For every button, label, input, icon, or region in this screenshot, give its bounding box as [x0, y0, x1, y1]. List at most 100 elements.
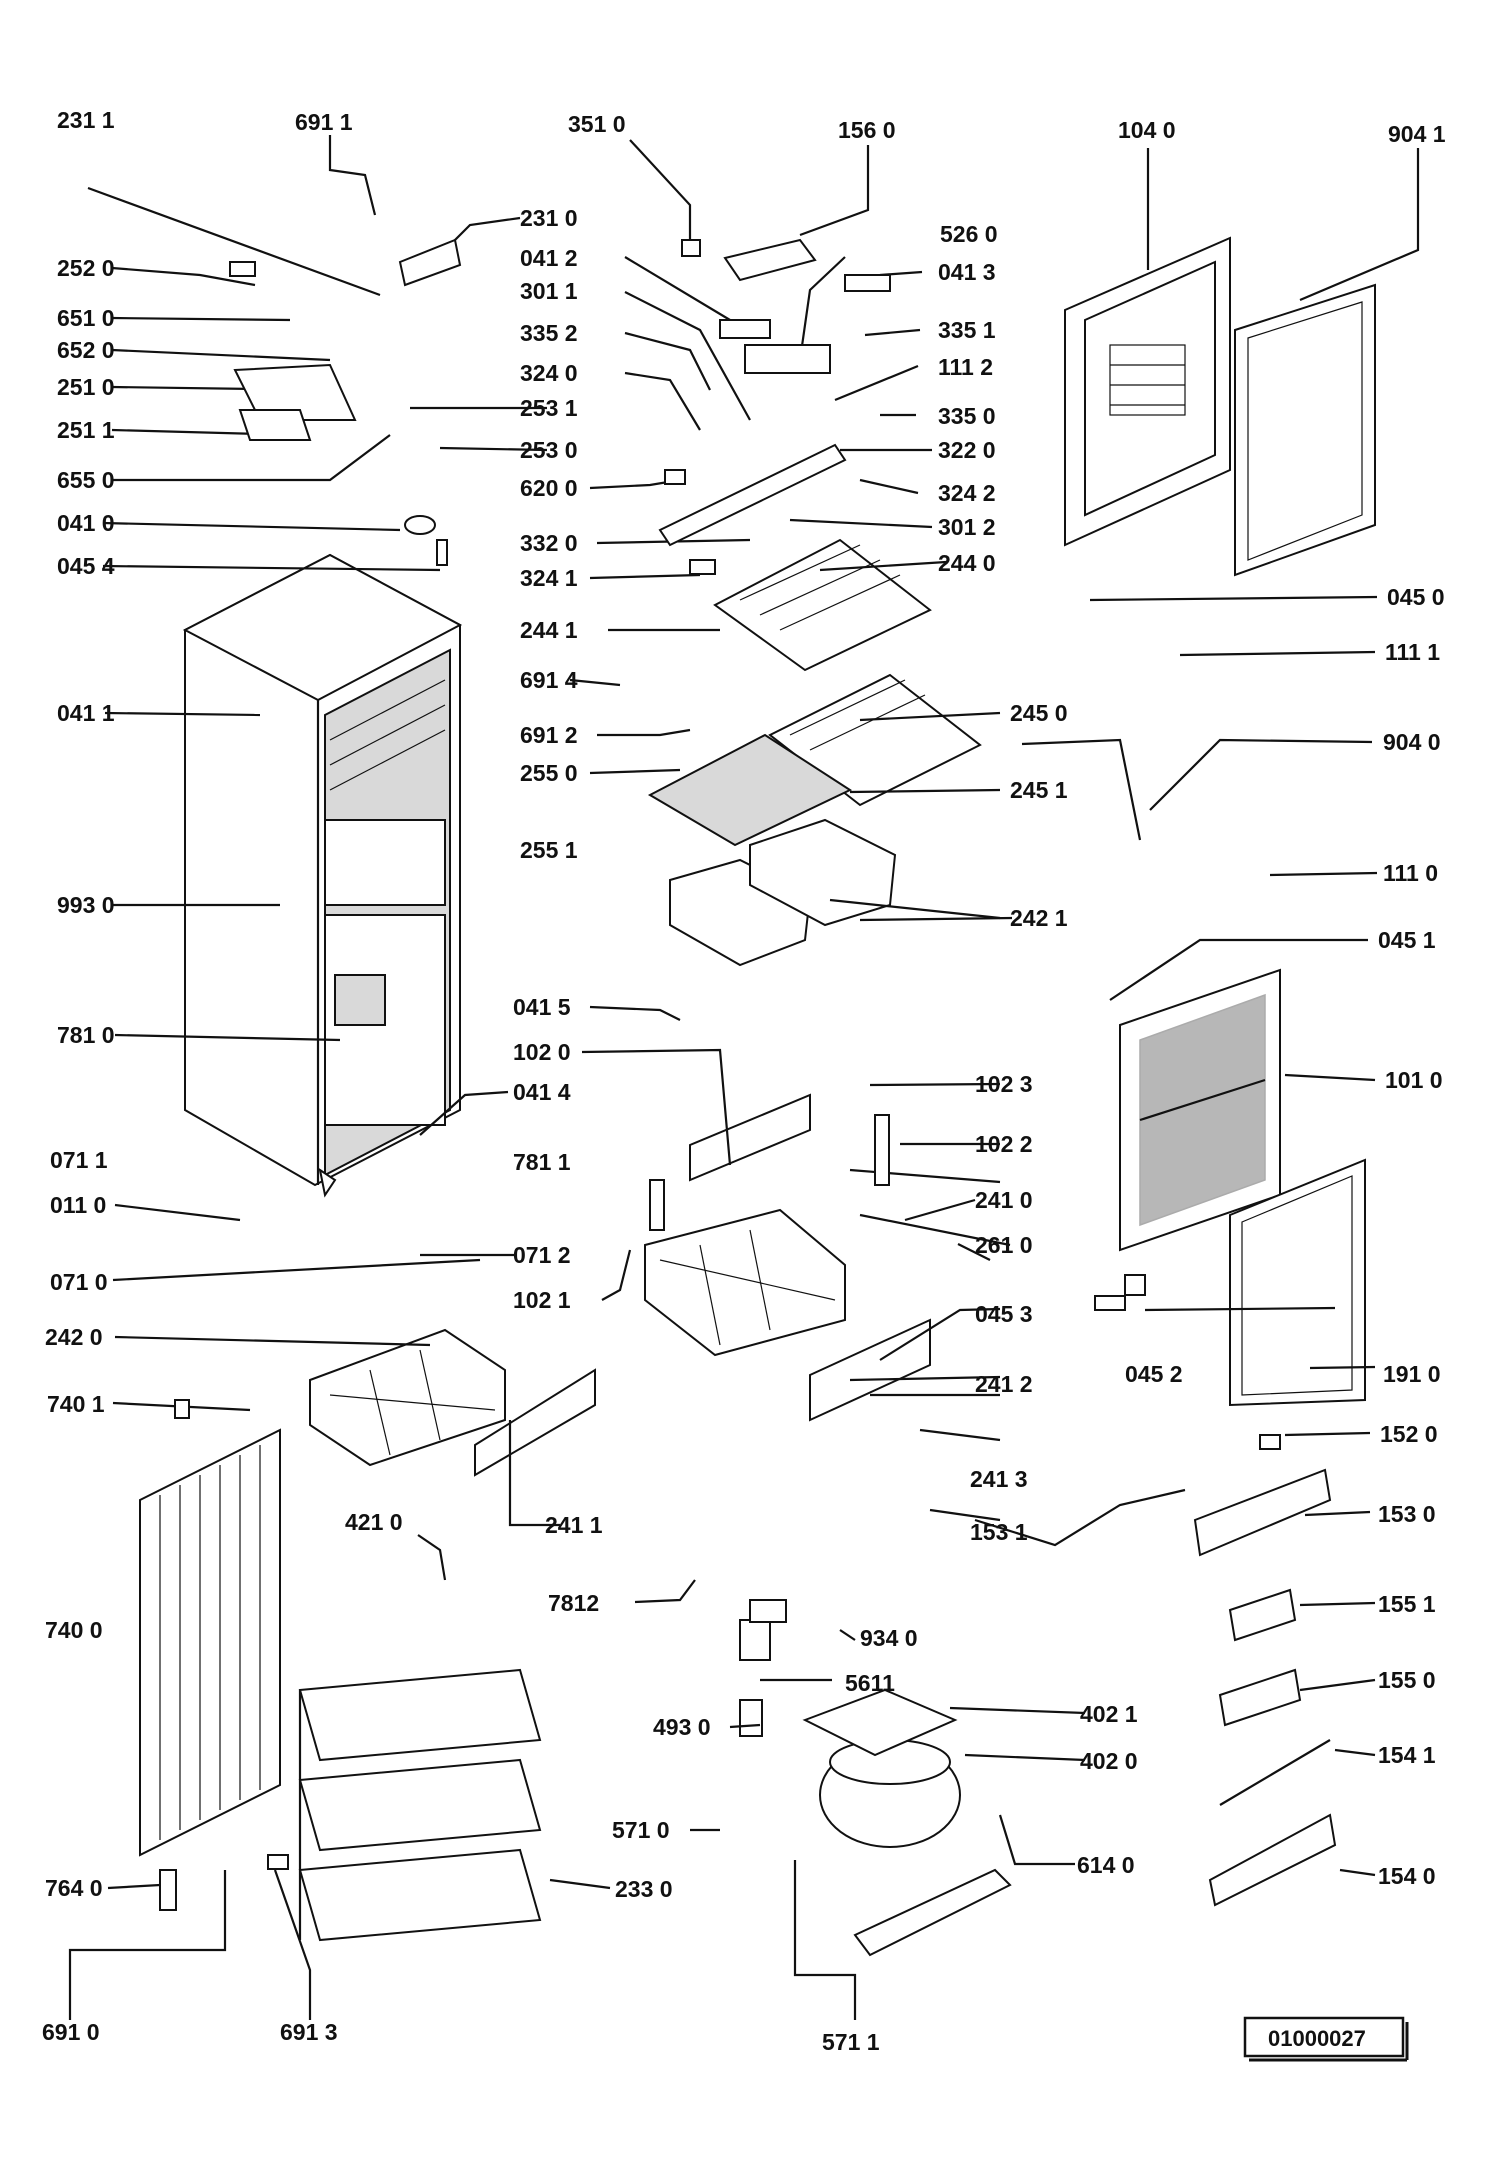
part-label: 011 0 — [50, 1192, 106, 1218]
part-label: 241 0 — [975, 1187, 1033, 1213]
part-label: 242 1 — [1010, 905, 1068, 931]
part-label: 041 5 — [513, 994, 571, 1020]
part-label: 153 0 — [1378, 1501, 1436, 1527]
part-label: 251 0 — [57, 374, 115, 400]
reference-box: 01000027 — [1243, 2016, 1409, 2062]
part-label: 324 1 — [520, 565, 578, 591]
condenser-coil — [139, 1428, 281, 1857]
evaporator-racks — [298, 1668, 542, 1942]
part-label: 071 2 — [513, 1242, 571, 1268]
part-label: 620 0 — [520, 475, 578, 501]
compressor-group — [739, 1599, 1012, 1957]
part-label: 253 1 — [520, 395, 578, 421]
part-label: 104 0 — [1118, 117, 1176, 143]
freezer-baskets — [309, 1093, 931, 1477]
upper-door-assembly — [1064, 236, 1376, 577]
part-label: 652 0 — [57, 337, 115, 363]
part-label: 740 0 — [45, 1617, 103, 1643]
part-label: 154 0 — [1378, 1863, 1436, 1889]
part-label: 904 0 — [1383, 729, 1441, 755]
part-label: 402 1 — [1080, 1701, 1138, 1727]
part-label: 244 0 — [938, 550, 996, 576]
part-label: 781 1 — [513, 1149, 571, 1175]
part-label: 071 0 — [50, 1269, 108, 1295]
part-label: 231 1 — [57, 107, 115, 133]
part-label: 045 4 — [57, 553, 115, 579]
part-label: 156 0 — [838, 117, 896, 143]
part-label: 191 0 — [1383, 1361, 1441, 1387]
part-label: 904 1 — [1388, 121, 1446, 147]
part-label: 335 0 — [938, 403, 996, 429]
part-label: 253 0 — [520, 437, 578, 463]
part-label: 102 3 — [975, 1071, 1033, 1097]
part-label: 493 0 — [653, 1714, 711, 1740]
part-label: 102 1 — [513, 1287, 571, 1313]
part-label: 691 1 — [295, 109, 353, 135]
part-label: 335 1 — [938, 317, 996, 343]
part-label: 526 0 — [940, 221, 998, 247]
part-label: 154 1 — [1378, 1742, 1436, 1768]
part-label: 045 1 — [1378, 927, 1436, 953]
part-label: 231 0 — [520, 205, 578, 231]
small-components — [159, 238, 1281, 1911]
part-label: 111 0 — [1383, 860, 1438, 886]
part-label: 242 0 — [45, 1324, 103, 1350]
part-label: 781 0 — [57, 1022, 115, 1048]
part-label: 571 1 — [822, 2029, 880, 2055]
part-label: 241 3 — [970, 1466, 1028, 1492]
part-label: 252 0 — [57, 255, 115, 281]
part-label: 233 0 — [615, 1876, 673, 1902]
part-label: 245 1 — [1010, 777, 1068, 803]
part-label: 045 0 — [1387, 584, 1445, 610]
part-label: 041 3 — [938, 259, 996, 285]
part-label: 041 4 — [513, 1079, 571, 1105]
part-label: 691 0 — [42, 2019, 100, 2045]
lower-door-assembly — [1119, 968, 1366, 1407]
part-label: 934 0 — [860, 1625, 918, 1651]
part-label: 614 0 — [1077, 1852, 1135, 1878]
part-label: 111 1 — [1385, 639, 1440, 665]
part-label: 764 0 — [45, 1875, 103, 1901]
part-label: 322 0 — [938, 437, 996, 463]
part-label: 045 2 — [1125, 1361, 1183, 1387]
part-label: 691 2 — [520, 722, 578, 748]
part-label: 421 0 — [345, 1509, 403, 1535]
part-label: 102 0 — [513, 1039, 571, 1065]
part-label: 261 0 — [975, 1232, 1033, 1258]
part-label: 245 0 — [1010, 700, 1068, 726]
part-label: 655 0 — [57, 467, 115, 493]
part-label: 651 0 — [57, 305, 115, 331]
part-label: 301 2 — [938, 514, 996, 540]
part-label: 041 0 — [57, 510, 115, 536]
fridge-cabinet — [182, 553, 463, 1187]
part-label: 993 0 — [57, 892, 115, 918]
part-label: 111 2 — [938, 354, 993, 380]
part-label: 045 3 — [975, 1301, 1033, 1327]
part-label: 324 0 — [520, 360, 578, 386]
part-label: 691 3 — [280, 2019, 338, 2045]
part-labels: 231 1 691 1 351 0 156 0 104 0 904 1 231 … — [42, 107, 1446, 2055]
part-label: 7812 — [548, 1590, 599, 1616]
part-label: 255 1 — [520, 837, 578, 863]
part-label: 152 0 — [1380, 1421, 1438, 1447]
part-label: 241 1 — [545, 1512, 603, 1538]
part-label: 255 0 — [520, 760, 578, 786]
part-label: 241 2 — [975, 1371, 1033, 1397]
part-label: 740 1 — [47, 1391, 105, 1417]
part-label: 155 1 — [1378, 1591, 1436, 1617]
part-label: 5611 — [845, 1670, 895, 1696]
part-label: 351 0 — [568, 111, 626, 137]
shelves-and-drawers — [647, 538, 982, 967]
part-label: 102 2 — [975, 1131, 1033, 1157]
part-label: 571 0 — [612, 1817, 670, 1843]
part-label: 402 0 — [1080, 1748, 1138, 1774]
part-label: 332 0 — [520, 530, 578, 556]
part-label: 041 1 — [57, 700, 115, 726]
part-label: 244 1 — [520, 617, 578, 643]
door-bins-right — [1193, 1468, 1337, 1907]
leader-lines — [68, 135, 1420, 2020]
part-label: 041 2 — [520, 245, 578, 271]
part-label: 301 1 — [520, 278, 578, 304]
part-label: 324 2 — [938, 480, 996, 506]
